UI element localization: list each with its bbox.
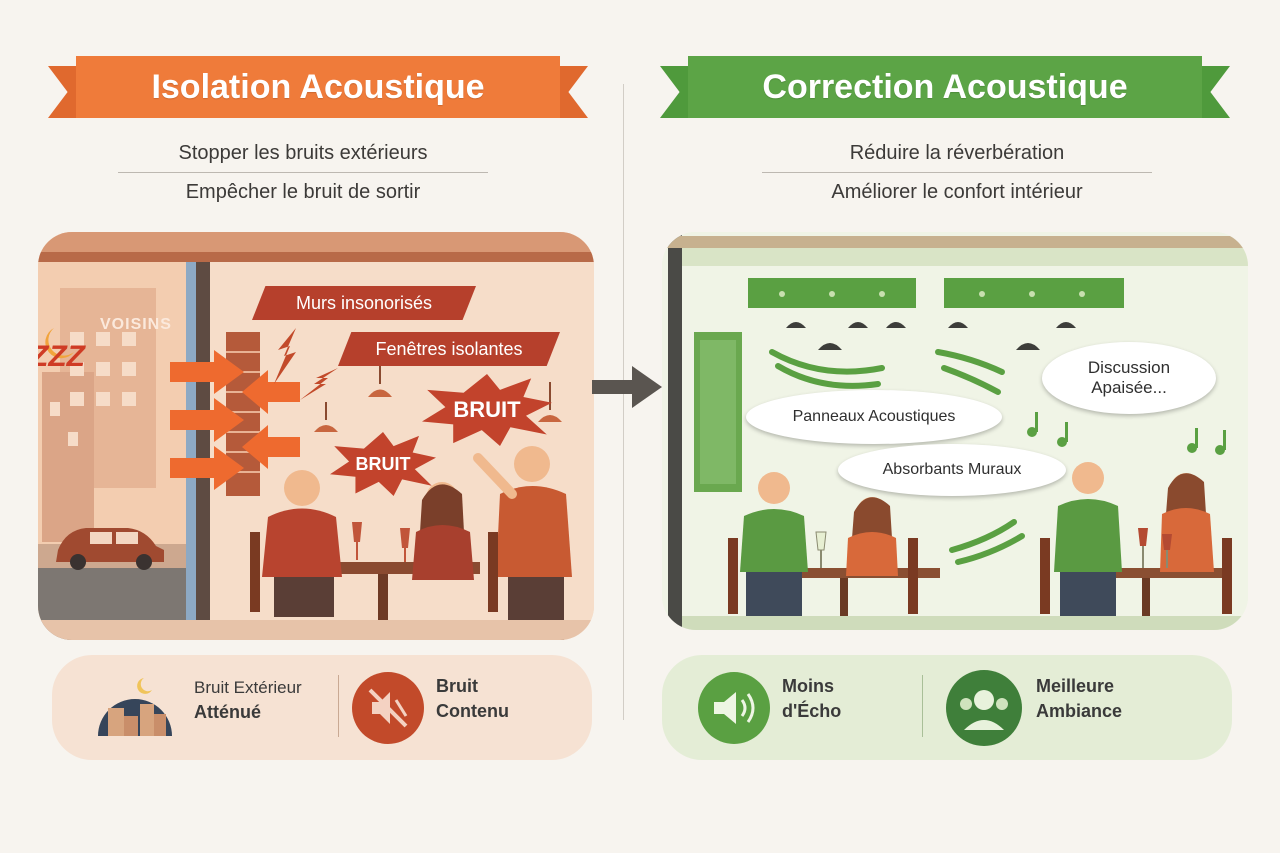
left-restaurant-scene: VOISINS ZZZ Murs insonorisés Fenêtres is…: [38, 232, 594, 640]
bubble-wall-absorbers: Absorbants Muraux: [838, 444, 1066, 496]
bubble-calm-discussion-line2: Apaisée...: [1091, 378, 1167, 397]
mute-speaker-icon: [352, 672, 424, 744]
bubble-calm-discussion-line1: Discussion: [1087, 357, 1171, 377]
left-legend-separator: [338, 675, 339, 737]
banner-soundproof-walls: Murs insonorisés: [252, 286, 476, 320]
center-divider: [623, 84, 624, 720]
legend-less-echo-line1: Moins: [782, 676, 834, 696]
right-legend-separator: [922, 675, 923, 737]
left-subtitle-1: Stopper les bruits extérieurs: [178, 142, 428, 164]
legend-outside-noise: Bruit Extérieur Atténué: [194, 676, 302, 725]
sleep-zzz: ZZZ: [38, 340, 85, 373]
left-title: Isolation Acoustique: [76, 56, 560, 118]
left-title-ribbon: Isolation Acoustique: [48, 56, 588, 122]
right-subtitle-1: Réduire la réverbération: [849, 142, 1065, 164]
legend-outside-noise-line1: Bruit Extérieur: [194, 678, 302, 697]
speaker-icon: [698, 672, 770, 744]
legend-better-ambiance-line1: Meilleure: [1036, 676, 1115, 696]
legend-contained-noise: Bruit Contenu: [436, 674, 509, 724]
legend-less-echo: Moins d'Écho: [782, 674, 841, 724]
happy-people-icon: [946, 670, 1022, 746]
left-divider: [118, 172, 488, 173]
legend-less-echo-line2: d'Écho: [782, 701, 842, 722]
right-title: Correction Acoustique: [688, 56, 1202, 118]
bubble-calm-discussion: Discussion Apaisée...: [1042, 342, 1216, 414]
night-city-icon: [94, 668, 176, 736]
right-restaurant-scene: Panneaux Acoustiques Absorbants Muraux D…: [662, 232, 1248, 630]
left-subtitle-2: Empêcher le bruit de sortir: [185, 181, 421, 203]
arrow-right-icon: [592, 366, 662, 408]
legend-better-ambiance-line2: Ambiance: [1036, 701, 1123, 722]
banner-insulating-windows: Fenêtres isolantes: [338, 332, 560, 366]
bubble-acoustic-panels: Panneaux Acoustiques: [746, 390, 1002, 444]
right-subtitle-2: Améliorer le confort intérieur: [831, 181, 1083, 203]
noise-burst-large-text: BRUIT: [453, 397, 521, 422]
right-divider: [762, 172, 1152, 173]
noise-burst-small-text: BRUIT: [355, 453, 411, 474]
legend-contained-noise-line1: Bruit: [436, 676, 478, 696]
legend-better-ambiance: Meilleure Ambiance: [1036, 674, 1122, 724]
legend-contained-noise-line2: Contenu: [436, 701, 509, 722]
neighbors-sign: VOISINS: [100, 316, 172, 333]
left-scene-illustration: [38, 232, 594, 640]
right-title-ribbon: Correction Acoustique: [660, 56, 1230, 122]
legend-outside-noise-line2: Atténué: [194, 701, 261, 722]
